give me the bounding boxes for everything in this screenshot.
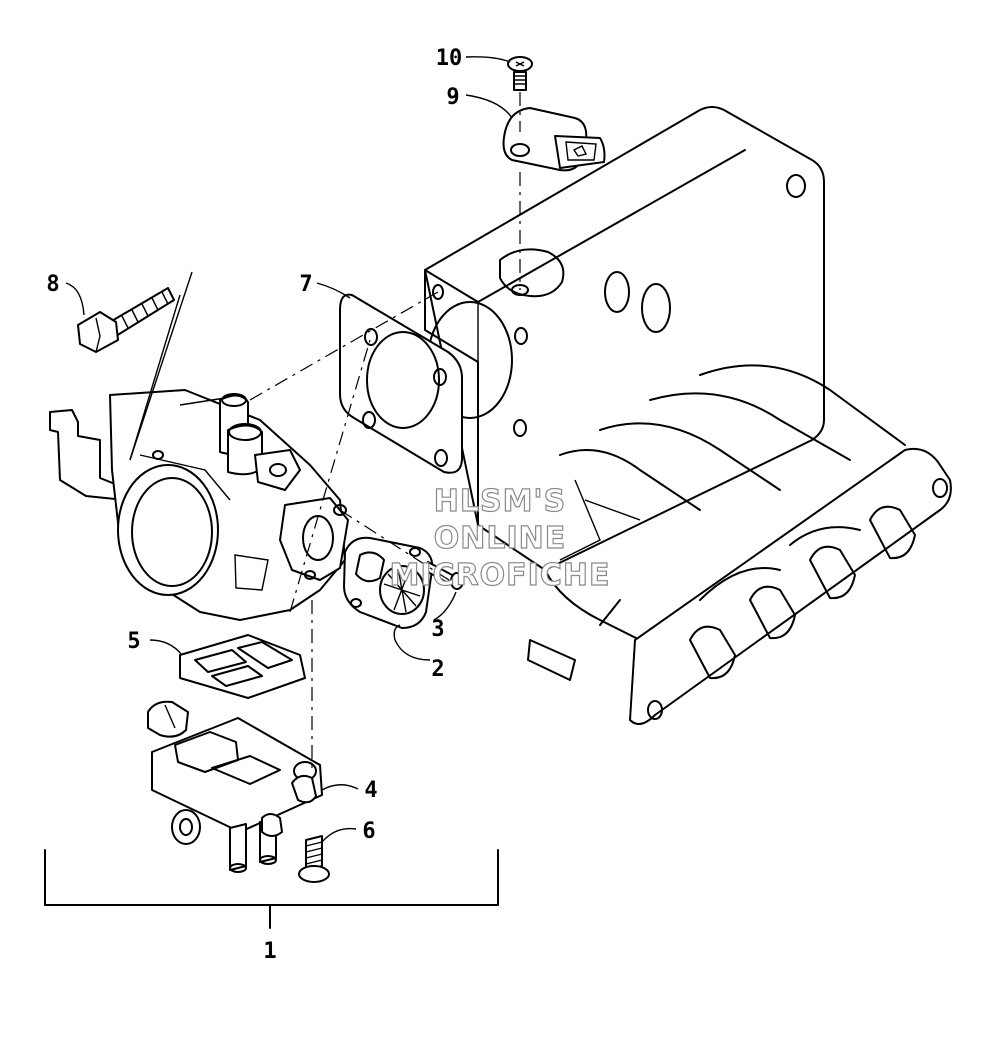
assembly-bracket — [44, 849, 499, 906]
callout-6: 6 — [362, 819, 375, 844]
intake-manifold — [424, 106, 952, 725]
screw-10 — [507, 56, 533, 91]
callout-1: 1 — [263, 939, 276, 964]
callout-10: 10 — [436, 46, 463, 71]
bolt-8 — [77, 287, 175, 353]
sensor-2 — [343, 536, 434, 629]
leader-lines — [65, 56, 513, 843]
watermark: HLSM'S ONLINE MICROFICHE — [389, 483, 611, 593]
gasket-5 — [179, 634, 306, 699]
callout-7: 7 — [299, 272, 312, 297]
callout-2: 2 — [431, 657, 444, 682]
callout-5: 5 — [127, 629, 140, 654]
assembly-lines — [129, 92, 521, 770]
watermark-line-2: ONLINE — [434, 521, 567, 556]
idle-air-control-valve — [147, 700, 323, 873]
screw-6 — [298, 835, 330, 883]
callout-9: 9 — [446, 85, 459, 110]
sensor-9 — [502, 107, 606, 172]
callout-labels: 1 2 3 4 5 6 7 8 9 10 — [46, 46, 462, 964]
callout-4: 4 — [364, 778, 377, 803]
callout-8: 8 — [46, 272, 59, 297]
watermark-line-3: MICROFICHE — [390, 558, 611, 593]
gasket-7 — [339, 293, 463, 474]
throttle-body — [49, 389, 349, 621]
watermark-line-1: HLSM'S — [434, 484, 566, 519]
callout-3: 3 — [431, 617, 444, 642]
